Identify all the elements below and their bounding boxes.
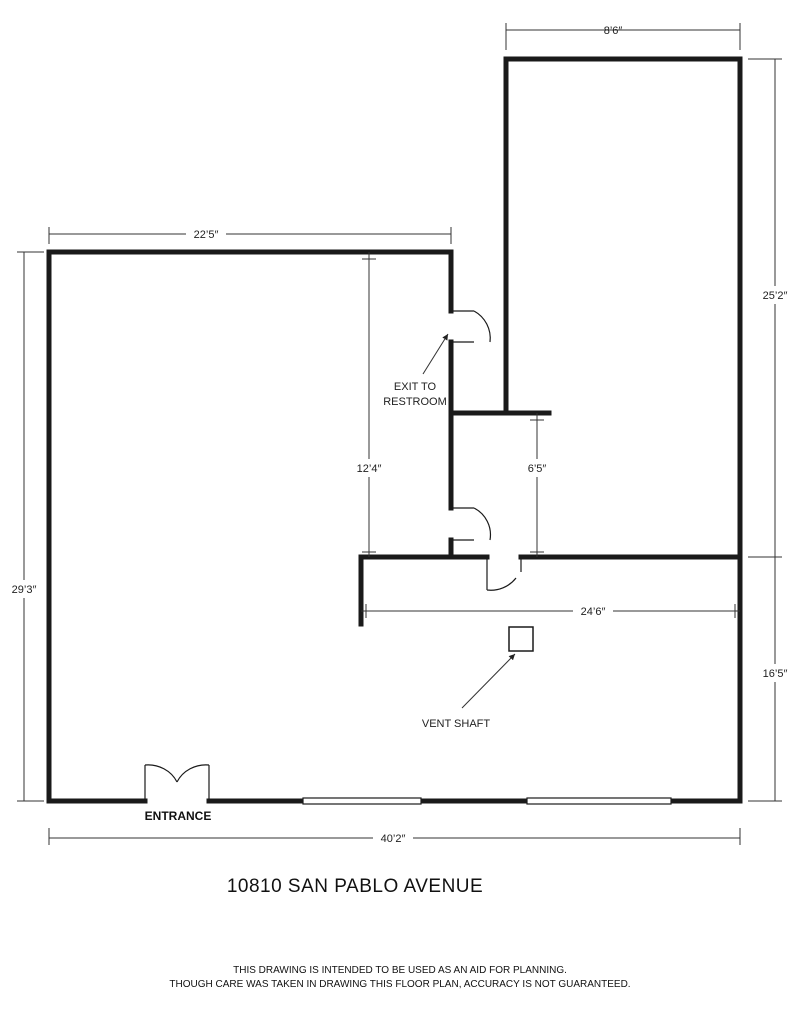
door-entrance (144, 764, 210, 801)
exit-arrow (422, 333, 449, 375)
disclaimer: THIS DRAWING IS INTENDED TO BE USED AS A… (0, 964, 800, 992)
exit-label-line2: RESTROOM (383, 396, 447, 408)
dim-top-right-width: 8’6″ (604, 25, 623, 37)
address-title: 10810 SAN PABLO AVENUE (226, 876, 484, 897)
dimension-labels: 8’6″ 22’5″ 25’2″ 16’5″ 29’3″ 12’4″ 6’5″ … (6, 25, 793, 846)
vent-shaft-box (508, 626, 534, 652)
walls (46, 56, 743, 804)
entrance-label: ENTRANCE (145, 809, 212, 823)
window-right (526, 797, 672, 805)
floor-plan: 8’6″ 22’5″ 25’2″ 16’5″ 29’3″ 12’4″ 6’5″ … (6, 23, 793, 846)
dim-total-width: 40’2″ (381, 833, 406, 845)
dim-hall-height: 12’4″ (357, 463, 382, 475)
dim-lower-width: 24’6″ (581, 606, 606, 618)
door-lower-room (486, 557, 522, 591)
dim-right-height: 25’2″ (763, 290, 788, 302)
disclaimer-line-1: THIS DRAWING IS INTENDED TO BE USED AS A… (233, 965, 567, 976)
door-corridor (451, 507, 492, 541)
dim-left-height: 29’3″ (12, 584, 37, 596)
windows (302, 797, 672, 805)
callouts: EXIT TO RESTROOM VENT SHAFT ENTRANCE (145, 333, 516, 823)
disclaimer-line-2: THOUGH CARE WAS TAKEN IN DRAWING THIS FL… (169, 979, 631, 990)
vent-arrow (461, 653, 516, 709)
dim-left-room-width: 22’5″ (194, 229, 219, 241)
dim-corridor-height: 6’5″ (528, 463, 547, 475)
dimension-lines (17, 23, 782, 845)
doors (144, 310, 522, 801)
door-exit-restroom (451, 310, 491, 343)
dim-lower-right-height: 16’5″ (763, 668, 788, 680)
exit-label-line1: EXIT TO (394, 381, 437, 393)
vent-shaft-label: VENT SHAFT (422, 718, 491, 730)
window-left (302, 797, 422, 805)
